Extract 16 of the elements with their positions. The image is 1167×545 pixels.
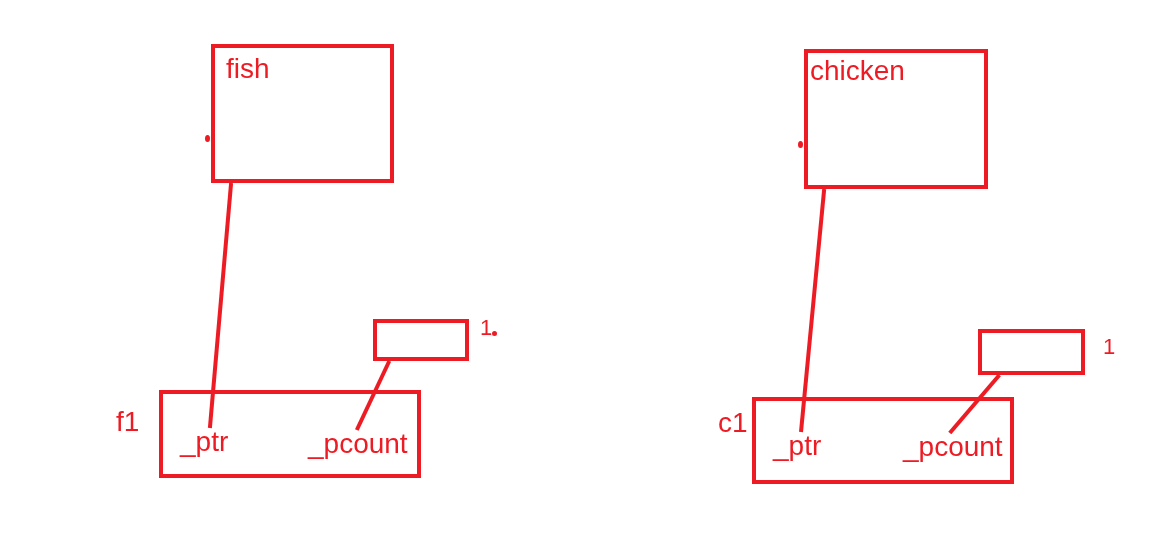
connector-line: [799, 188, 827, 433]
box-title: chicken: [810, 57, 905, 85]
object-box: [804, 49, 988, 189]
variable-name: c1: [718, 409, 748, 437]
count-value: 1: [1103, 336, 1116, 358]
member-name: _ptr: [773, 432, 822, 460]
connector-line: [207, 182, 234, 429]
connector-line: [948, 373, 1001, 435]
member-name: _pcount: [308, 430, 408, 458]
object-box: [211, 44, 394, 183]
member-name: _pcount: [903, 433, 1003, 461]
connector-line: [355, 360, 392, 431]
count-value: 1: [480, 317, 493, 339]
member-name: _ptr: [180, 428, 229, 456]
box-title: fish: [226, 55, 270, 83]
variable-name: f1: [116, 408, 140, 436]
